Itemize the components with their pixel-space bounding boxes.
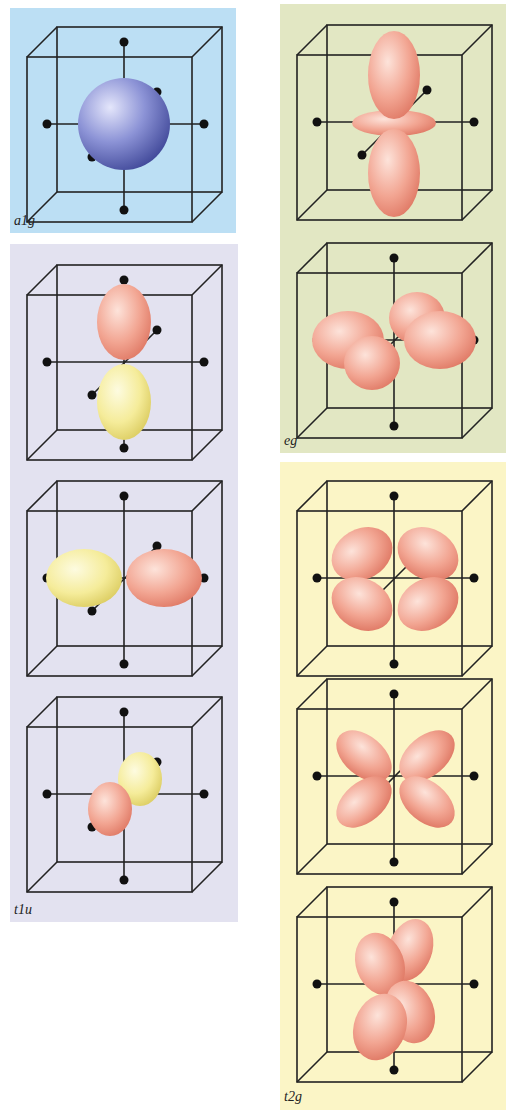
symmetry-panel: t2g — [280, 462, 506, 1110]
symmetry-panel: eg — [280, 4, 506, 453]
symmetry-label: t1u — [14, 903, 32, 917]
symmetry-label: eg — [284, 434, 297, 448]
symmetry-label: t2g — [284, 1090, 302, 1104]
symmetry-panel: a1g — [10, 8, 236, 233]
symmetry-panel: t1u — [10, 244, 238, 922]
symmetry-label: a1g — [14, 214, 35, 228]
